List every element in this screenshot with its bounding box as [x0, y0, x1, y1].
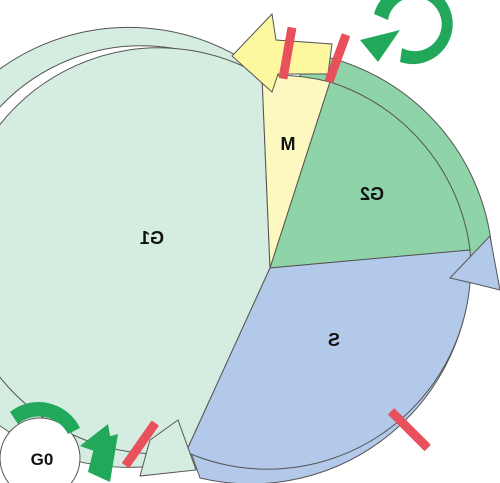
phase-label-g2: G2 — [360, 184, 384, 204]
phase-label-s: S — [328, 330, 340, 350]
top-loop-arrow — [360, 0, 453, 64]
checkpoint-mark-g2m — [324, 33, 350, 83]
checkpoint-mark-m — [278, 26, 297, 80]
phase-sector-g2 — [269, 81, 471, 269]
phase-label-g1: G1 — [140, 228, 164, 248]
ring-arrowheads — [139, 12, 500, 477]
phase-labels: M G2 S G1 — [140, 134, 384, 350]
m-arrowhead — [231, 12, 333, 93]
g0-circle — [0, 417, 81, 483]
checkpoint-mark-s — [388, 408, 431, 451]
phase-label-m: M — [281, 134, 296, 154]
g0-group: G0 — [0, 402, 118, 483]
top-loop-arrow-body — [374, 0, 453, 64]
g0-loop-arrowhead-tip — [80, 424, 114, 458]
top-loop-arrowhead — [360, 30, 400, 62]
checkpoint-mark-g1 — [122, 420, 159, 468]
checkpoints — [122, 26, 431, 468]
g0-label: G0 — [31, 450, 54, 469]
s-arrowhead — [449, 234, 500, 291]
g0-loop-arrow — [10, 402, 80, 434]
g1-arrowhead — [139, 419, 197, 477]
phase-sector-g1 — [0, 47, 271, 455]
